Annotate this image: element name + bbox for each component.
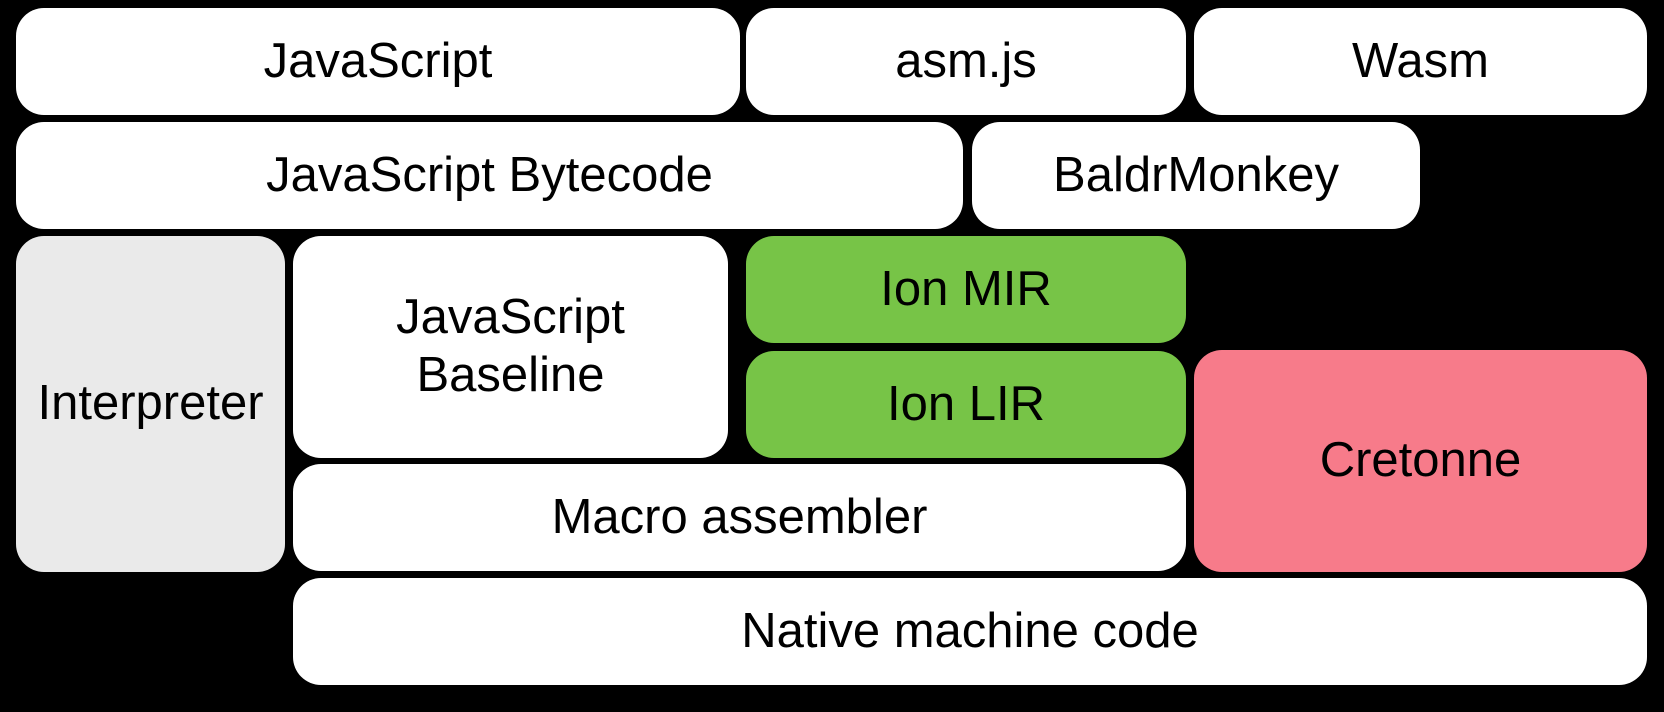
node-label-javascript: JavaScript [263, 33, 493, 88]
node-label-native-machine-code: Native machine code [741, 603, 1199, 658]
node-label-interpreter: Interpreter [37, 376, 264, 431]
node-javascript: JavaScript [16, 8, 740, 115]
node-label-asm-js: asm.js [895, 33, 1037, 88]
node-cretonne: Cretonne [1194, 350, 1647, 572]
node-wasm: Wasm [1194, 8, 1647, 115]
node-macro-assembler: Macro assembler [293, 464, 1186, 571]
node-label-ion-mir: Ion MIR [880, 261, 1052, 316]
node-javascript-baseline: JavaScript Baseline [293, 236, 728, 458]
node-native-machine-code: Native machine code [293, 578, 1647, 685]
node-label-macro-assembler: Macro assembler [551, 489, 928, 544]
node-baldrmonkey: BaldrMonkey [972, 122, 1420, 229]
node-label-javascript-bytecode: JavaScript Bytecode [266, 147, 713, 202]
node-label-javascript-baseline: JavaScript Baseline [396, 290, 625, 402]
node-interpreter: Interpreter [16, 236, 285, 572]
node-label-ion-lir: Ion LIR [887, 376, 1045, 431]
node-label-cretonne: Cretonne [1319, 433, 1522, 488]
node-ion-mir: Ion MIR [746, 236, 1186, 343]
node-javascript-bytecode: JavaScript Bytecode [16, 122, 963, 229]
node-label-baldrmonkey: BaldrMonkey [1053, 147, 1339, 202]
node-label-wasm: Wasm [1352, 33, 1489, 88]
node-ion-lir: Ion LIR [746, 351, 1186, 458]
node-asm-js: asm.js [746, 8, 1186, 115]
